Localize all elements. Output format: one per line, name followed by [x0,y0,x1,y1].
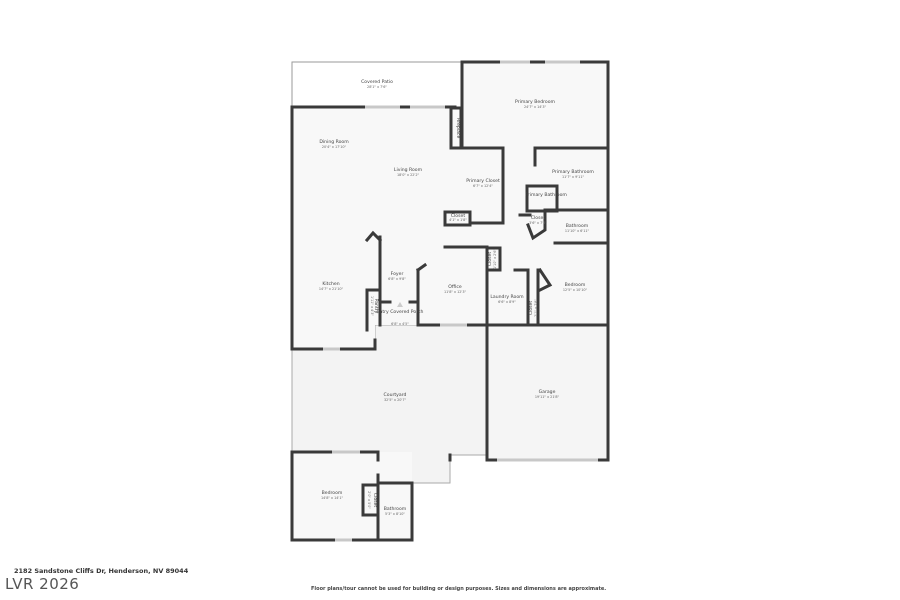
entry-arrow-icon [397,302,403,307]
room-dims: 4'1" x 1'8" [449,218,467,222]
room-name: Bathroom [566,223,589,229]
room-name: Entry Covered Porch [377,309,424,315]
room-name: Closet [451,213,466,219]
room-name: Primary Bathroom [525,192,567,198]
room-dims: 24'7" x 14'3" [524,105,547,109]
room-dims: 14'7" x 21'10" [319,287,344,291]
room-name: Closet [528,301,534,316]
room-name: Covered Patio [361,79,393,85]
room-name: Primary Bedroom [515,99,556,105]
room-dims: 2'1" x 7'8" [534,299,538,317]
room-dims: 6'6" x 8'9" [498,300,516,304]
property-address: 2182 Sandstone Cliffs Dr, Henderson, NV … [14,567,189,575]
interior-floor [292,62,608,349]
room-name: Bedroom [322,490,343,496]
room-name: Closet [372,493,378,508]
room-dims: 11'8" x 12'3" [444,290,467,294]
room-name: Closet [531,215,546,221]
room-name: Foyer [391,271,404,277]
room-name: Courtyard [384,392,407,398]
room-dims: 6'7" x 12'4" [473,184,493,188]
room-dims: 12'5" x 10'10" [563,288,588,292]
watermark: LVR 2026 [5,575,80,593]
room-dims: 6'8" x 4'5" [391,322,409,326]
room-dims: 20'4" x 17'10" [322,145,347,149]
room-name: Living Room [394,167,423,173]
room-name: Pantry [373,299,379,314]
room-name: Dining Room [319,139,349,145]
room-name: Office [448,284,462,290]
room-dims: 5'3" x 8'10" [385,512,405,516]
room-name: Primary Closet [466,178,500,184]
room-dims: 3'6" x 7'8" [529,221,547,225]
disclaimer: Floor plans/tour cannot be used for buil… [311,586,607,592]
room-name: Bathroom [384,506,407,512]
room-name: Bedroom [565,282,586,288]
room-dims: 18'0" x 22'2" [397,173,420,177]
room-dims: 11'7" x 9'11" [562,175,585,179]
windows [323,60,598,542]
room-dims: 2'0" x 5'0" [367,491,371,509]
room-name: Kitchen [322,281,339,287]
garage-floor [487,325,608,460]
room-name: Fireplace [455,118,461,139]
room-labels: Covered Patio 28'1" x 7'6" Primary Bedro… [319,79,595,516]
room-dims: 6'8" x 9'8" [388,277,406,281]
room-name: Laundry Room [490,294,524,300]
room-name: Primary Bathroom [552,169,594,175]
room-dims: 28'1" x 7'6" [367,85,387,89]
room-dims: 19'11" x 21'8" [535,395,560,399]
room-dims: 11'10" x 6'11" [565,229,590,233]
room-name: Closet [487,252,493,267]
room-name: Garage [539,389,556,395]
casita-floor [292,452,412,540]
room-dims: 32'5" x 20'7" [384,398,407,402]
room-dims: 1'10" x 2'6" [493,249,497,269]
room-dims: 1'11" x 4'3" [370,296,374,316]
room-dims: 14'8" x 14'1" [321,496,344,500]
